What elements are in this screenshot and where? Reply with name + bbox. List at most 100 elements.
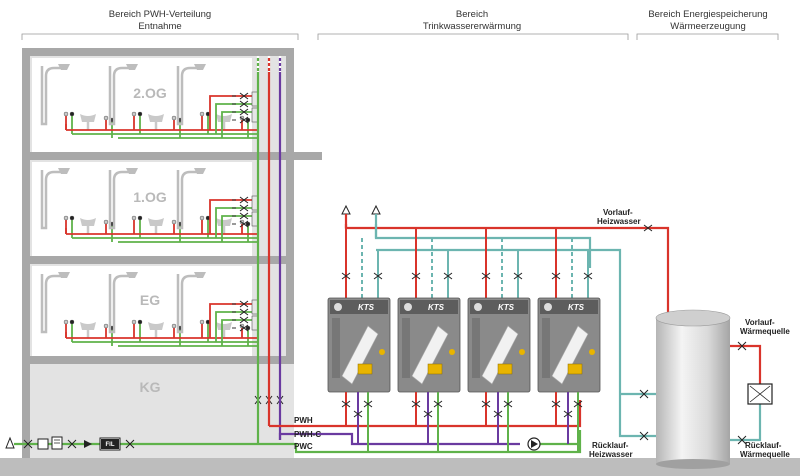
outlet — [199, 215, 205, 221]
station-valve — [341, 400, 351, 408]
station-valve — [373, 272, 383, 280]
heat-exchanger-plate — [411, 325, 449, 385]
heat-exchanger-plate — [551, 325, 589, 385]
label-ruecklauf-waermequelle-2: Wärmequelle — [740, 450, 790, 459]
riser-valve — [239, 100, 249, 108]
branch-hot — [209, 303, 258, 338]
riser-valve — [239, 204, 249, 212]
label-pwh: PWH — [294, 416, 313, 425]
inlet-fittings: FIL — [5, 436, 135, 451]
branch-hot — [209, 199, 258, 234]
station-gauge-icon — [449, 349, 455, 355]
risers — [256, 56, 282, 444]
station-header — [470, 300, 528, 314]
outlet — [63, 215, 69, 221]
header-tww-line1: Bereich — [456, 9, 488, 20]
label-vorlauf-heizwasser-1: Vorlauf- — [603, 208, 633, 217]
branch-cold-2 — [221, 319, 258, 346]
heating-distribution: Vorlauf- Heizwasser Rücklauf- Heizwasser — [341, 204, 670, 459]
shower-fixture-icon — [176, 272, 232, 338]
station-brand-label: KTS — [358, 303, 375, 312]
station-valve — [363, 400, 373, 408]
floor-labels: 2.OG 1.OG EG KG — [133, 85, 167, 395]
riser-valve — [239, 92, 249, 100]
outlet — [63, 319, 69, 325]
riser-valve — [239, 220, 249, 228]
station-brand-label: KTS — [498, 303, 515, 312]
branch-cold-2 — [221, 111, 258, 138]
outlet — [131, 111, 137, 117]
station-pump-icon — [427, 363, 443, 375]
riser-valve — [239, 300, 249, 308]
storage-tank: Vorlauf- Wärmequelle Rücklauf- Wärmequel… — [639, 309, 790, 469]
riser-valve — [239, 196, 249, 204]
station-valve — [433, 400, 443, 408]
station-pipe-panel — [402, 318, 410, 378]
outlet — [171, 323, 177, 329]
station-valve — [493, 410, 503, 418]
shower-fixture-icon — [108, 272, 164, 338]
riser-valve — [239, 116, 249, 124]
heat-exchanger-plate — [341, 325, 379, 385]
station-valve — [481, 400, 491, 408]
label-vorlauf-waermequelle-1: Vorlauf- — [745, 318, 775, 327]
station-valve — [583, 272, 593, 280]
riser-valve — [239, 316, 249, 324]
riser-valve — [239, 308, 249, 316]
heat-exchanger-plate — [481, 325, 519, 385]
label-ruecklauf-waermequelle-1: Rücklauf- — [745, 441, 782, 450]
floor-label-eg: EG — [140, 292, 160, 308]
shower-fixture-icon — [40, 64, 96, 130]
station-logo-icon — [544, 303, 552, 311]
header-pwh-line2: Entnahme — [138, 21, 181, 32]
filter-label: FIL — [106, 442, 115, 448]
station-valve — [573, 400, 583, 408]
kts-station-4: KTS — [537, 228, 601, 452]
station-gauge-icon — [379, 349, 385, 355]
shower-fixture-icon — [40, 272, 96, 338]
outlet — [103, 219, 109, 225]
header-energie-line2: Wärmeerzeugung — [670, 21, 746, 32]
outlet — [103, 323, 109, 329]
stub — [232, 199, 236, 225]
outlet — [131, 215, 137, 221]
header-pwh-line1: Bereich PWH-Verteilung — [109, 9, 211, 20]
riser-valve — [239, 212, 249, 220]
branch-hot — [209, 95, 258, 130]
floor-label-1og: 1.OG — [133, 189, 167, 205]
station-header — [330, 300, 388, 314]
outlet — [103, 115, 109, 121]
riser-valve — [239, 324, 249, 332]
floor-piping — [40, 64, 284, 405]
branch-cold-2 — [221, 215, 258, 242]
outlet — [137, 215, 143, 221]
station-logo-icon — [404, 303, 412, 311]
station-brand-label: KTS — [568, 303, 585, 312]
outlet — [137, 319, 143, 325]
kts-station-3: KTS — [467, 228, 531, 452]
station-pipe-panel — [542, 318, 550, 378]
station-valve — [341, 272, 351, 280]
station-gauge-icon — [589, 349, 595, 355]
stub — [232, 303, 236, 329]
shower-fixture-icon — [108, 168, 164, 234]
station-gauge-icon — [519, 349, 525, 355]
station-brand-label: KTS — [428, 303, 445, 312]
station-valve — [551, 272, 561, 280]
station-valve — [481, 272, 491, 280]
station-valve — [411, 272, 421, 280]
station-pipe-panel — [472, 318, 480, 378]
floor-label-kg: KG — [140, 379, 161, 395]
outlet — [63, 111, 69, 117]
label-vorlauf-heizwasser-2: Heizwasser — [597, 217, 641, 226]
station-pipe-panel — [332, 318, 340, 378]
basement-distribution: PWH PWH-C PWC FIL — [5, 400, 582, 454]
kts-station-1: KTS — [327, 228, 391, 452]
station-valve — [513, 272, 523, 280]
station-valve — [503, 400, 513, 408]
station-pump-icon — [567, 363, 583, 375]
station-valve — [411, 400, 421, 408]
station-logo-icon — [334, 303, 342, 311]
kts-stations: KTS KTS KTS KTS — [327, 228, 601, 452]
header-tww-line2: Trinkwassererwärmung — [423, 21, 521, 32]
